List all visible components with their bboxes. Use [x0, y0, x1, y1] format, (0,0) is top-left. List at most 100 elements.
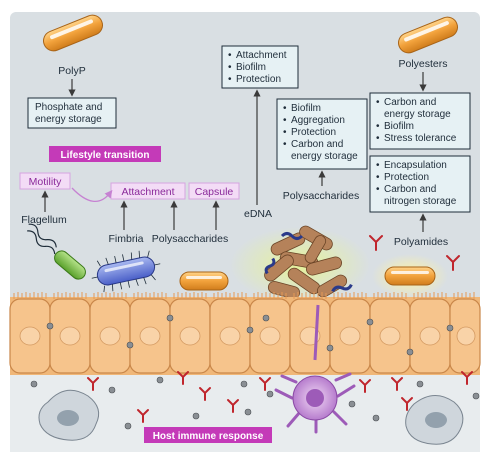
pe-bullet-1: • — [376, 97, 380, 108]
edna-box-item-1: • — [228, 50, 232, 61]
antibody-lumen-1 — [369, 235, 383, 251]
particle-7 — [406, 348, 414, 356]
nucleus-6 — [219, 326, 241, 346]
biofilm-aggregate — [230, 225, 370, 303]
pa-text-2: Protection — [384, 172, 429, 183]
polysaccharides-mid-label: Polysaccharides — [283, 190, 359, 202]
edna-strand-2 — [264, 257, 276, 275]
particle-6 — [366, 318, 374, 326]
attachment-label: Attachment — [121, 186, 174, 198]
lumen-antibodies — [369, 235, 460, 271]
transition-arrow — [71, 187, 113, 202]
nucleus-3 — [99, 326, 121, 346]
lifestyle-transition-label: Lifestyle transition — [61, 150, 150, 161]
particle-2 — [126, 341, 134, 349]
ps-box-text-3: Protection — [291, 127, 336, 138]
pe-bullet-4: • — [376, 133, 380, 144]
polyesters-label: Polyesters — [398, 58, 447, 70]
host-immune-response-label: Host immune response — [153, 431, 264, 442]
particle-3 — [166, 314, 174, 322]
dendritic-cell — [274, 304, 356, 434]
capsule-bacterium-body — [179, 271, 229, 291]
polyp-function-box — [27, 97, 117, 129]
fimbriae — [91, 250, 161, 293]
antibody-5 — [259, 377, 271, 391]
epithelium — [9, 292, 481, 375]
host-immune-response-tag — [144, 427, 272, 443]
particle-5 — [326, 344, 334, 352]
particle-9 — [262, 314, 270, 322]
pa-text-4: nitrogen storage — [384, 196, 457, 207]
nucleus-2 — [59, 326, 81, 346]
nucleus-4 — [139, 326, 161, 346]
antibody-9 — [461, 371, 473, 385]
polyamide-bacterium-shine — [391, 271, 429, 274]
pe-bullet-3: • — [376, 121, 380, 132]
edna-box-text-3: Protection — [236, 74, 281, 85]
rod-9 — [304, 235, 327, 264]
nucleus-9 — [339, 326, 361, 346]
antibody-1 — [87, 377, 99, 391]
nucleus-11 — [419, 326, 441, 346]
pa-bullet-3: • — [376, 184, 380, 195]
fimbriated-bacterium — [91, 250, 161, 293]
antibody-7 — [391, 377, 403, 391]
capsule-tag — [188, 182, 240, 200]
lamina-antibodies — [87, 371, 473, 423]
pa-text-3: Carbon and — [384, 184, 436, 195]
ps-box-text-1: Biofilm — [291, 103, 321, 114]
edna-label: eDNA — [244, 208, 272, 220]
ps-box-bullet-3: • — [283, 127, 287, 138]
capsule-label: Capsule — [195, 186, 234, 198]
pa-text-1: Encapsulation — [384, 160, 447, 171]
antibody-2 — [177, 371, 189, 385]
edna-strand-1 — [280, 232, 304, 240]
nucleus-5 — [179, 326, 201, 346]
polyp-label: PolyP — [58, 65, 85, 77]
pe-text-4: Stress tolerance — [384, 133, 457, 144]
macrophage-left — [38, 389, 100, 441]
lifestyle-transition-tag — [49, 146, 161, 162]
antibody-8 — [401, 397, 413, 411]
microvilli — [13, 292, 475, 299]
macrophage-right — [405, 395, 464, 445]
polyp-bacterium-shine — [50, 19, 93, 40]
flagellated-bacterium — [27, 223, 86, 280]
green-bacterium-body — [54, 250, 86, 280]
dendrite-extension — [313, 304, 320, 361]
ps-box-text-5: energy storage — [291, 151, 358, 162]
ps-box-text-2: Aggregation — [291, 115, 345, 126]
ps-box-bullet-1: • — [283, 103, 287, 114]
particle-1 — [46, 322, 54, 330]
flagellum-label: Flagellum — [21, 214, 67, 226]
polyamides-label: Polyamides — [394, 236, 448, 248]
edna-box-text-1: Attachment — [236, 50, 287, 61]
polyamide-bacterium — [384, 266, 436, 286]
polyesters-function-box — [369, 92, 471, 150]
antibody-6 — [359, 379, 371, 393]
particle-8 — [446, 324, 454, 332]
polyesters-bacterium-shine — [404, 21, 449, 42]
edna-function-box — [221, 45, 299, 89]
rod-5 — [306, 256, 342, 276]
ps-box-text-4: Carbon and — [291, 139, 343, 150]
pa-bullet-1: • — [376, 160, 380, 171]
antibody-3 — [199, 387, 211, 401]
fimbria-label: Fimbria — [108, 233, 143, 245]
blue-bacterium-shine — [104, 261, 144, 273]
flagellum-strand-1 — [28, 223, 57, 248]
polyp-group: PolyP Phosphate and energy storage — [27, 14, 117, 129]
pa-bullet-2: • — [376, 172, 380, 183]
nucleus-1 — [19, 326, 41, 346]
flagellum-strand-2 — [27, 230, 56, 255]
antibody-10 — [137, 409, 149, 423]
polyamides-function-box — [369, 155, 471, 213]
edna-box-item-3: • — [228, 74, 232, 85]
macrophage-right-nucleus — [425, 412, 447, 428]
lamina-particles — [30, 376, 480, 430]
nucleus-12 — [456, 326, 476, 346]
polyp-box-line1: Phosphate and — [35, 102, 102, 113]
polyp-box-line2: energy storage — [35, 114, 102, 125]
